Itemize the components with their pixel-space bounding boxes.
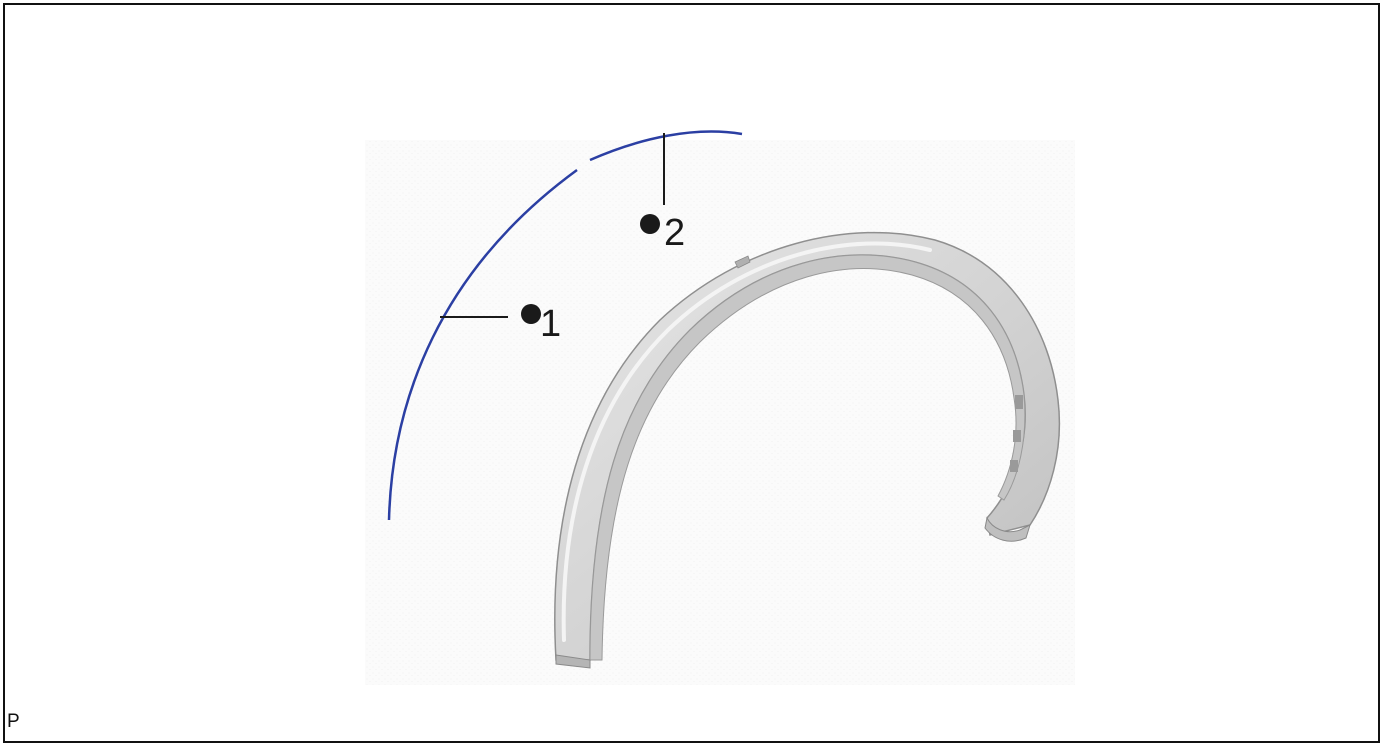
callout-2-marker: [640, 214, 660, 234]
callout-2: 2: [640, 212, 685, 254]
callout-1-number: 1: [540, 303, 561, 345]
callout-1-marker: [521, 304, 541, 324]
seal-line-2: [589, 130, 743, 162]
callout-2-number: 2: [664, 212, 685, 254]
footer-code: P: [7, 711, 20, 732]
wheel-arch-molding: [554, 231, 1061, 669]
callout-1: 1: [521, 303, 561, 345]
illustration-background: [365, 140, 1075, 685]
seal-line-1: [387, 168, 578, 521]
